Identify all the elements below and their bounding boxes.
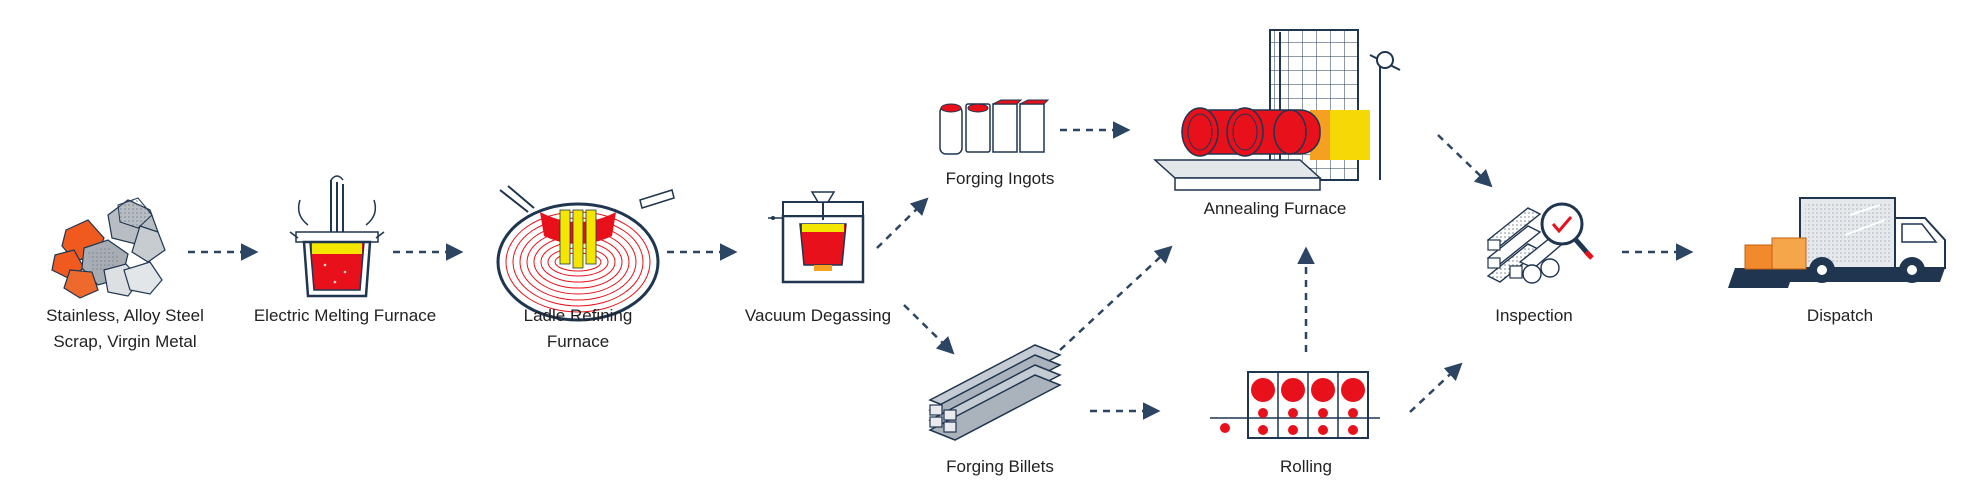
electric-furnace-icon: [289, 175, 385, 298]
arrow-vacuum-to-billets: [903, 304, 955, 355]
dispatch-label: Dispatch: [1806, 306, 1874, 325]
billets-icon: [928, 344, 1062, 441]
arrow-billets-to-annealing: [1059, 245, 1173, 351]
truck-icon: [1728, 197, 1946, 288]
arrow-rolling-to-inspection: [1409, 362, 1463, 413]
annealing-furnace-icon: [1153, 29, 1401, 191]
ingots-label: Forging Ingots: [945, 169, 1055, 188]
melting-label: Electric Melting Furnace: [253, 306, 437, 325]
arrow-vacuum-to-ingots: [876, 197, 929, 249]
scrap-label-line1: Stainless, Alloy Steel: [46, 306, 204, 325]
ladle-label-line2: Furnace: [546, 332, 610, 351]
flow-arrows: [188, 121, 1694, 420]
ladle-label-line1: Ladle Refining: [523, 306, 633, 325]
vacuum-chamber-icon: [768, 191, 865, 284]
arrow-annealing-to-inspection: [1437, 134, 1493, 188]
billets-label: Forging Billets: [946, 457, 1054, 476]
annealing-label: Annealing Furnace: [1203, 199, 1347, 218]
scrap-label: Stainless, Alloy Steel Scrap, Virgin Met…: [20, 303, 230, 355]
scrap-label-line2: Scrap, Virgin Metal: [53, 332, 197, 351]
rolling-mill-icon: [1210, 371, 1380, 439]
inspection-label: Inspection: [1495, 306, 1573, 325]
rolling-label: Rolling: [1280, 457, 1332, 476]
ingots-icon: [939, 99, 1050, 155]
ladle-label: Ladle Refining Furnace: [478, 303, 678, 355]
inspection-icon: [1486, 202, 1594, 284]
scrap-pile-icon: [51, 197, 166, 299]
ladle-icon: [496, 185, 675, 322]
vacuum-label: Vacuum Degassing: [744, 306, 892, 325]
